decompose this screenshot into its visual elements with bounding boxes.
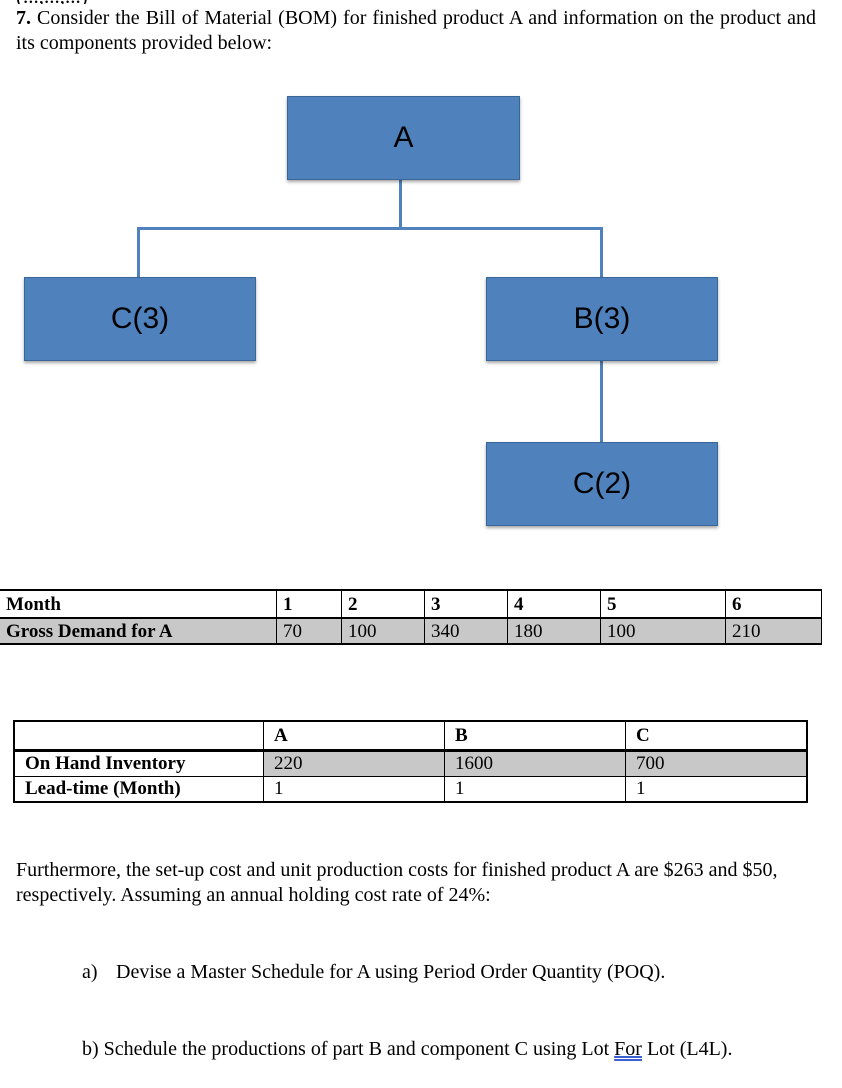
cut-off-text-line: (...,...,...) (0, 0, 842, 4)
demand-cell: 340 (424, 618, 508, 645)
demand-row: Gross Demand for A 70 100 340 180 100 21… (0, 618, 822, 645)
connector-to-c (137, 227, 140, 277)
part-a-text: Devise a Master Schedule for A using Per… (116, 961, 666, 983)
header-a: A (263, 721, 445, 752)
connector-a-down (399, 178, 402, 229)
on-hand-a: 220 (263, 750, 445, 777)
header-blank (14, 721, 264, 752)
header-b: B (444, 721, 626, 752)
on-hand-c: 700 (625, 750, 807, 777)
cost-paragraph: Furthermore, the set-up cost and unit pr… (16, 859, 778, 906)
bom-node-c2: C(2) (486, 442, 718, 526)
header-c: C (625, 721, 807, 752)
part-a: a) Devise a Master Schedule for A using P… (82, 960, 665, 985)
month-cell: 2 (341, 589, 425, 619)
inventory-table: A B C On Hand Inventory 220 1600 700 Lea… (13, 720, 808, 803)
lead-time-row: Lead-time (Month) 1 1 1 (14, 776, 807, 802)
month-cell: 4 (507, 589, 601, 619)
month-cell: 3 (424, 589, 508, 619)
part-b: b) Schedule the productions of part B an… (82, 1037, 732, 1062)
demand-cell: 100 (600, 618, 726, 645)
demand-cell: 100 (341, 618, 425, 645)
lead-time-label: Lead-time (Month) (25, 778, 181, 799)
bom-node-c3: C(3) (24, 277, 256, 361)
question-number: 7. (16, 7, 31, 29)
on-hand-row: On Hand Inventory 220 1600 700 (14, 750, 807, 777)
on-hand-label: On Hand Inventory (14, 750, 264, 777)
month-cell: 6 (725, 589, 822, 619)
lead-time-b: 1 (444, 776, 626, 802)
connector-to-b (600, 227, 603, 277)
question-text: 7. Consider the Bill of Material (BOM) f… (16, 6, 816, 56)
gross-demand-label: Gross Demand for A (0, 618, 277, 645)
gross-demand-table: Month 1 2 3 4 5 6 Gross Demand for A 70 … (0, 589, 822, 645)
demand-cell: 180 (507, 618, 601, 645)
demand-cell: 210 (725, 618, 822, 645)
month-cell: 5 (600, 589, 726, 619)
lead-time-c: 1 (625, 776, 807, 802)
on-hand-b: 1600 (444, 750, 626, 777)
bom-node-b3: B(3) (486, 277, 718, 361)
part-b-text-post: Lot (L4L). (641, 1038, 733, 1060)
demand-cell: 70 (276, 618, 342, 645)
month-label: Month (0, 589, 277, 619)
lead-time-a: 1 (263, 776, 445, 802)
part-a-marker: a) (82, 961, 98, 983)
inventory-header-row: A B C (14, 721, 807, 752)
month-row: Month 1 2 3 4 5 6 (0, 589, 822, 619)
connector-b-to-c (600, 360, 603, 442)
connector-horizontal (137, 227, 603, 230)
bom-node-a: A (287, 96, 520, 180)
question-body: Consider the Bill of Material (BOM) for … (16, 7, 816, 54)
part-b-underlined-word: For (614, 1038, 642, 1060)
part-b-text-pre: b) Schedule the productions of part B an… (82, 1038, 615, 1060)
month-cell: 1 (276, 589, 342, 619)
